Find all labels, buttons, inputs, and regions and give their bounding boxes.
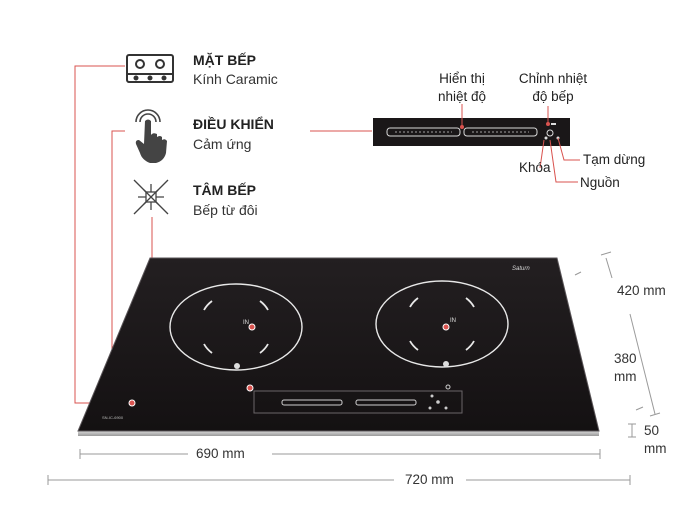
brand-logo: Saturn: [512, 266, 530, 272]
heat-center-icon: [133, 179, 169, 215]
control-panel-detail: [373, 104, 580, 183]
left-cooking-zone: [169, 283, 303, 371]
model-label: SN-IC-6900: [102, 415, 124, 420]
label-pause: Tạm dừng: [583, 152, 646, 167]
label-lock: Khóa: [519, 160, 551, 175]
feature-subtitle-surface: Kính Caramic: [193, 71, 278, 87]
feature-title-control: ĐIỀU KHIỂN: [193, 116, 274, 132]
dimension-inner-depth: 380 mm: [614, 351, 637, 384]
touch-hand-icon: [135, 109, 167, 163]
label-temperature-display: Hiển thị nhiệt độ: [437, 71, 487, 104]
feature-title-surface: MẶT BẾP: [193, 52, 256, 68]
marker-dots: [128, 323, 450, 407]
dimension-depth: 420 mm: [617, 283, 666, 298]
dimension-outer-width: 720 mm: [405, 472, 454, 487]
gas-stove-icon: [126, 54, 174, 83]
feature-subtitle-control: Cảm ứng: [193, 136, 252, 152]
right-cooking-zone: [375, 280, 509, 368]
cooktop: [77, 257, 600, 436]
label-adjust-temperature: Chỉnh nhiệt độ bếp: [518, 71, 588, 104]
dimension-height: 50 mm: [644, 423, 667, 456]
feature-title-zones: TÂM BẾP: [193, 182, 256, 198]
dimension-inner-width: 690 mm: [196, 446, 245, 461]
left-zone-mark: IN: [243, 320, 249, 326]
right-zone-mark: IN: [450, 318, 456, 324]
feature-subtitle-zones: Bếp từ đôi: [193, 202, 258, 218]
cooktop-control-strip: [253, 384, 463, 414]
dimension-lines: [47, 251, 661, 485]
label-power: Nguồn: [580, 175, 620, 190]
